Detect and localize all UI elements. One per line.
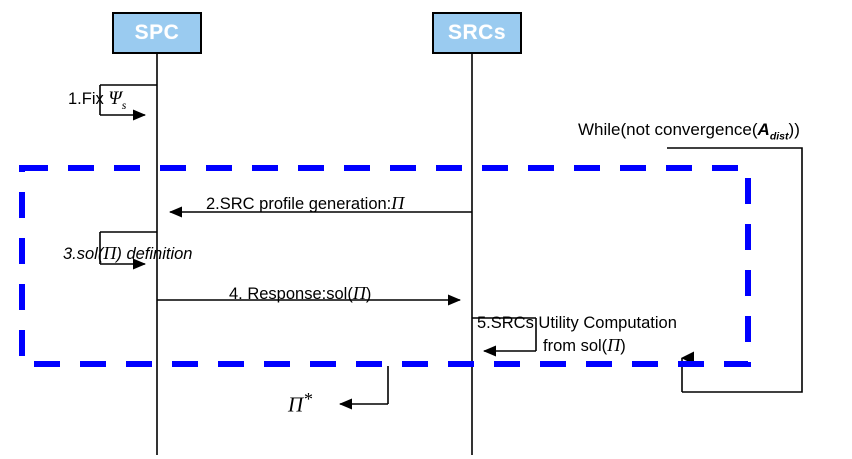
while-condition-suffix: )) [788, 120, 800, 139]
result-symbol: Π [288, 392, 304, 417]
while-condition-label: While(not convergence(Adist)) [578, 120, 800, 143]
msg-5-line2-it: sol( [580, 336, 608, 355]
msg-5-label: 5.SRCs Utility Computation from sol(Π) [477, 313, 677, 356]
msg-2-text: 2.SRC profile generation: [206, 195, 392, 213]
msg-2-label: 2.SRC profile generation:Π [206, 193, 404, 214]
msg-5-line2-pre: from [543, 336, 581, 355]
msg-4-label: 4. Response:sol(Π) [229, 283, 371, 304]
result-arrow [339, 366, 389, 410]
msg-1-label: 1.Fix Ψs [68, 88, 126, 113]
msg-4-symbol: Π [352, 283, 366, 303]
actor-box-srcs[interactable]: SRCs [432, 12, 522, 54]
msg-2-symbol: Π [391, 193, 405, 213]
msg-1-text: 1.Fix [68, 90, 104, 108]
msg-1-symbol: Ψs [108, 88, 127, 112]
actor-label-srcs: SRCs [447, 21, 507, 44]
msg-5-self-arrow [472, 317, 537, 357]
msg-4-text-post: ) [365, 285, 372, 303]
msg-3-symbol: Π [103, 243, 117, 263]
msg-5-line-2: from sol(Π) [477, 334, 677, 357]
while-condition-prefix: While(not convergence( [578, 120, 758, 139]
actor-box-spc[interactable]: SPC [112, 12, 202, 54]
msg-3-self-arrow [99, 231, 157, 270]
loop-feedback-path [667, 147, 803, 393]
msg-5-line2-post: ) [620, 336, 626, 355]
msg-3-text-post: ) definition [116, 245, 193, 263]
msg-1-self-arrow [99, 84, 157, 121]
msg-4-text-pre: 4. Response: [229, 285, 327, 303]
msg-5-line-1: 5.SRCs Utility Computation [477, 314, 677, 332]
msg-5-symbol: Π [607, 334, 621, 355]
result-label: Π* [288, 389, 312, 417]
while-condition-var: A [757, 120, 770, 139]
msg-3-label: 3.sol(Π) definition [63, 243, 193, 264]
actor-label-spc: SPC [134, 21, 180, 44]
msg-1-symbol-sub: s [121, 98, 127, 112]
msg-3-text-pre: 3.sol( [63, 245, 104, 263]
result-superscript: * [303, 389, 313, 409]
while-condition-var-sub: dist [769, 130, 789, 143]
msg-4-text-it: sol( [326, 285, 353, 303]
